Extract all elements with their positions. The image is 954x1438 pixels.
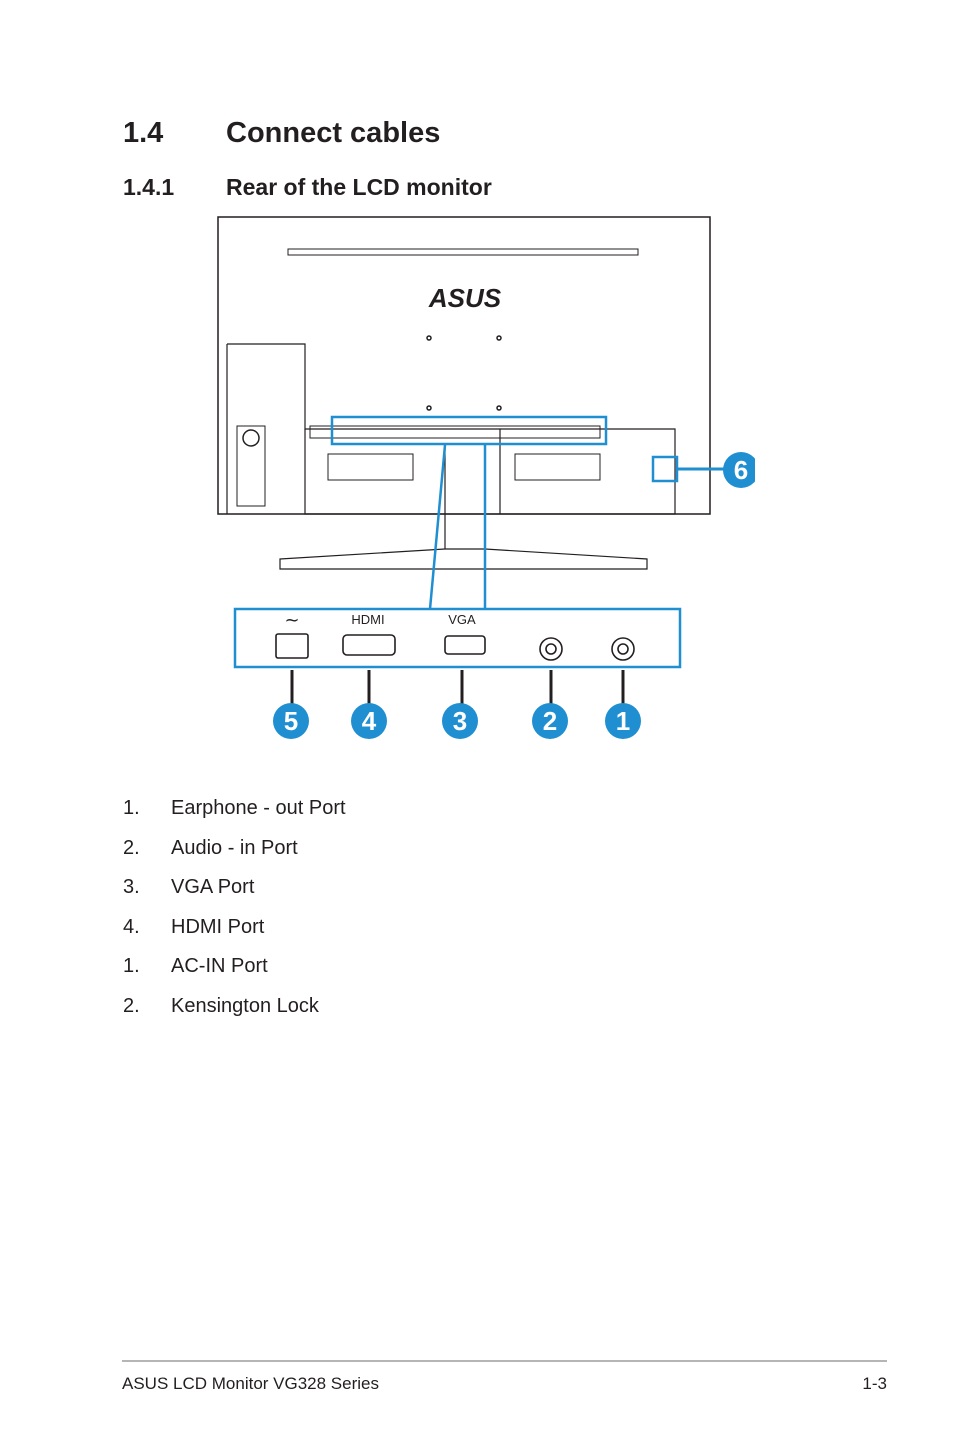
asus-logo: ASUS bbox=[428, 283, 502, 313]
callout-2 bbox=[532, 703, 568, 739]
callout-3 bbox=[442, 703, 478, 739]
section-number: 1.4 bbox=[123, 117, 164, 149]
footer-title: ASUS LCD Monitor VG328 Series bbox=[122, 1374, 379, 1393]
vga-label: VGA bbox=[448, 612, 476, 627]
callout-6 bbox=[723, 452, 755, 488]
lock-highlight-box bbox=[651, 455, 679, 483]
audio-in-port-icon bbox=[539, 637, 563, 661]
joystick-icon bbox=[242, 429, 260, 447]
stand-neck bbox=[444, 444, 486, 549]
hdmi-port-icon bbox=[342, 634, 396, 656]
top-vent bbox=[287, 248, 639, 256]
monitor-rear-diagram: ASUS ~ HDMI VGA 5 4 3 2 1 bbox=[217, 216, 755, 739]
svg-text:2: 2 bbox=[543, 706, 557, 736]
side-control bbox=[236, 425, 266, 507]
svg-text:1: 1 bbox=[616, 706, 630, 736]
ac-label: ~ bbox=[284, 610, 299, 631]
subsection-title: Rear of the LCD monitor bbox=[226, 174, 492, 200]
vga-port-icon bbox=[444, 635, 486, 655]
rear-panel bbox=[226, 343, 501, 514]
zoom-lines bbox=[428, 444, 487, 610]
earphone-port-icon bbox=[611, 637, 635, 661]
io-panel-detail bbox=[233, 607, 682, 669]
callout-5 bbox=[273, 703, 309, 739]
ac-in-port-icon bbox=[275, 633, 309, 659]
subsection-number: 1.4.1 bbox=[123, 174, 175, 200]
hdmi-label: HDMI bbox=[351, 612, 384, 627]
stand-base bbox=[279, 548, 648, 570]
footer-divider bbox=[122, 1360, 887, 1362]
svg-text:3: 3 bbox=[453, 706, 467, 736]
callout-4 bbox=[351, 703, 387, 739]
callout-1 bbox=[605, 703, 641, 739]
svg-text:6: 6 bbox=[734, 455, 748, 485]
section-title: Connect cables bbox=[226, 117, 441, 149]
page-number: 1-3 bbox=[862, 1374, 887, 1393]
monitor-outline bbox=[217, 216, 711, 515]
port-highlight-box bbox=[330, 415, 608, 446]
svg-text:4: 4 bbox=[362, 706, 377, 736]
svg-text:5: 5 bbox=[284, 706, 298, 736]
